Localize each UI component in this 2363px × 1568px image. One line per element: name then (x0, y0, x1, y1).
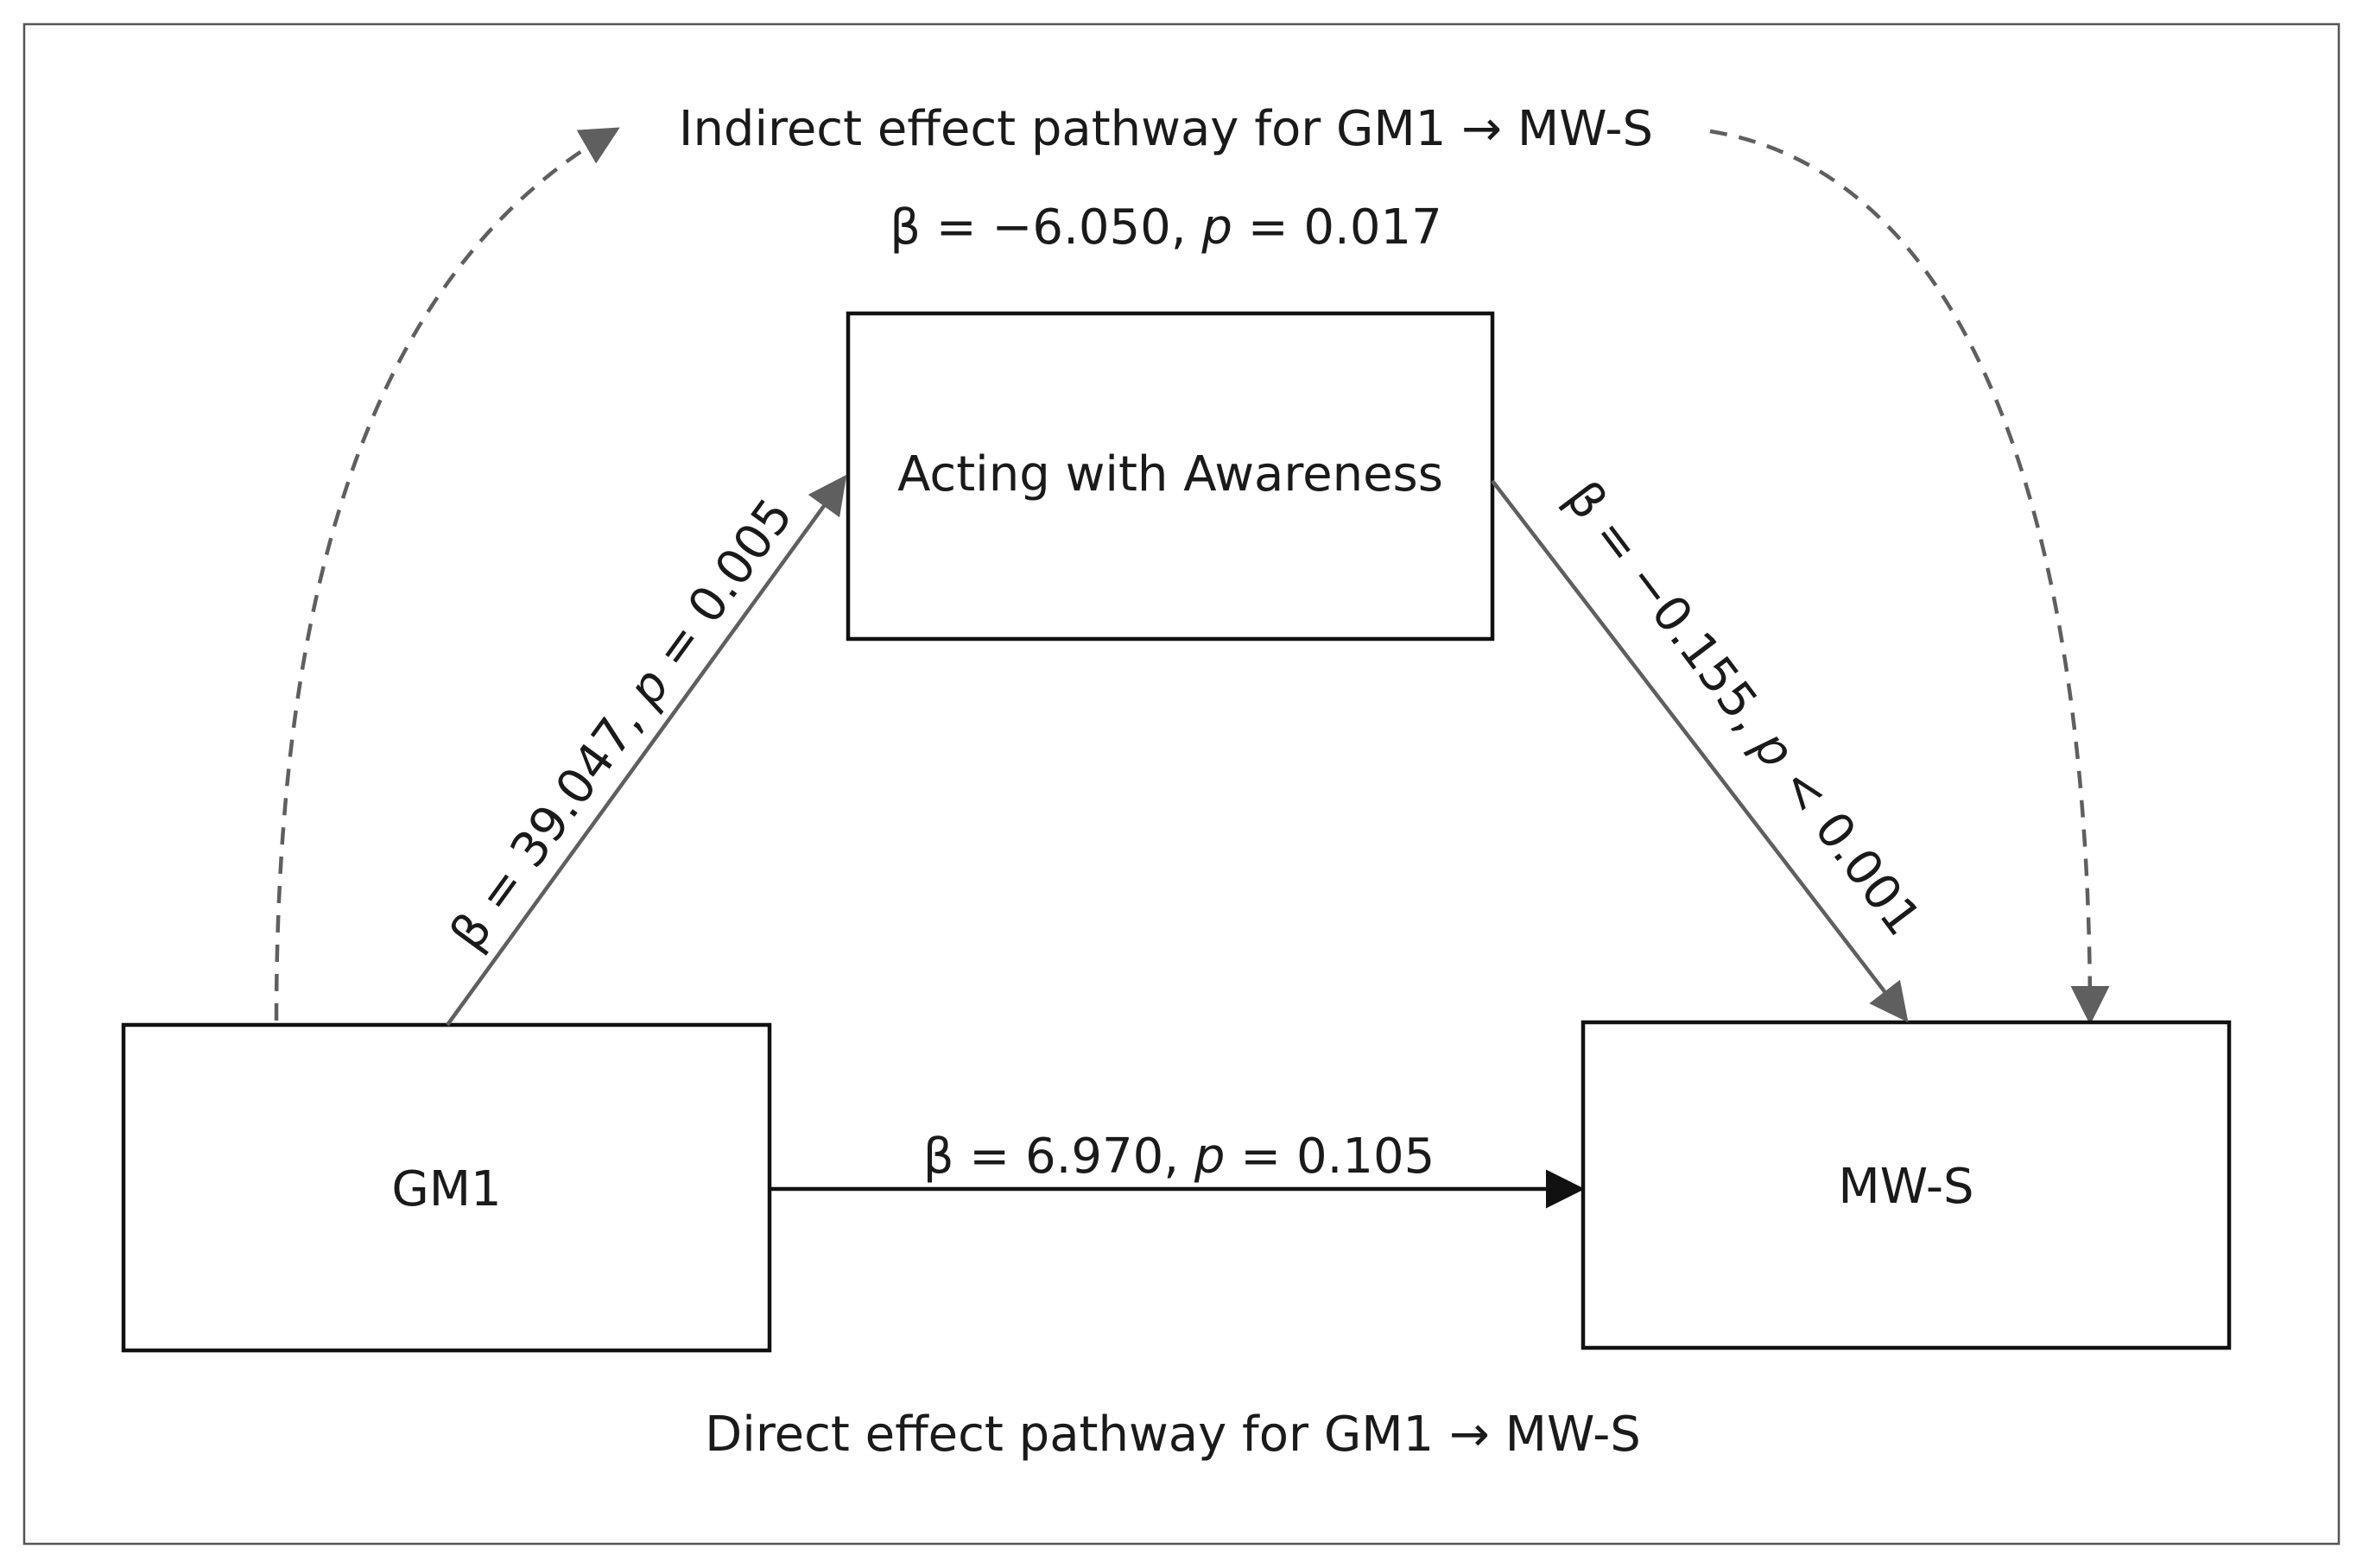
indirect-pathway-title: Indirect effect pathway for GM1 → MW-S (679, 101, 1653, 157)
indirect-beta-text: β = −6.050, (890, 199, 1201, 256)
b-path-label: β = −0.155, p < 0.001 (1554, 471, 1931, 946)
direct-pathway-title: Direct effect pathway for GM1 → MW-S (705, 1407, 1641, 1463)
c-p-text: = 0.105 (1225, 1129, 1435, 1185)
indirect-effect-label: β = −6.050, p = 0.017 (890, 199, 1442, 256)
a-path-arrow (446, 474, 847, 1027)
a-p-text: = 0.005 (636, 489, 804, 692)
figure-frame (22, 22, 2341, 1546)
a-path-label: β = 39.047, p = 0.005 (440, 489, 804, 960)
indirect-arc-right (1709, 129, 2110, 1025)
mediator-box (846, 311, 1495, 642)
c-path-label: β = 6.970, p = 0.105 (923, 1129, 1435, 1185)
a-beta-text: β = 39.047, (440, 683, 662, 960)
indirect-p-text: = 0.017 (1232, 199, 1442, 256)
predictor-box (121, 1022, 772, 1353)
predictor-label: GM1 (391, 1161, 501, 1217)
indirect-arc-left (274, 127, 620, 1021)
mediator-label: Acting with Awareness (897, 446, 1443, 503)
c-beta-text: β = 6.970, (923, 1129, 1194, 1185)
indirect-p-letter: p (1201, 199, 1232, 256)
outcome-label: MW-S (1838, 1159, 1973, 1215)
b-p-text: < 0.001 (1760, 745, 1931, 946)
b-path-arrow (1491, 479, 1909, 1023)
c-p-letter: p (1194, 1129, 1226, 1185)
